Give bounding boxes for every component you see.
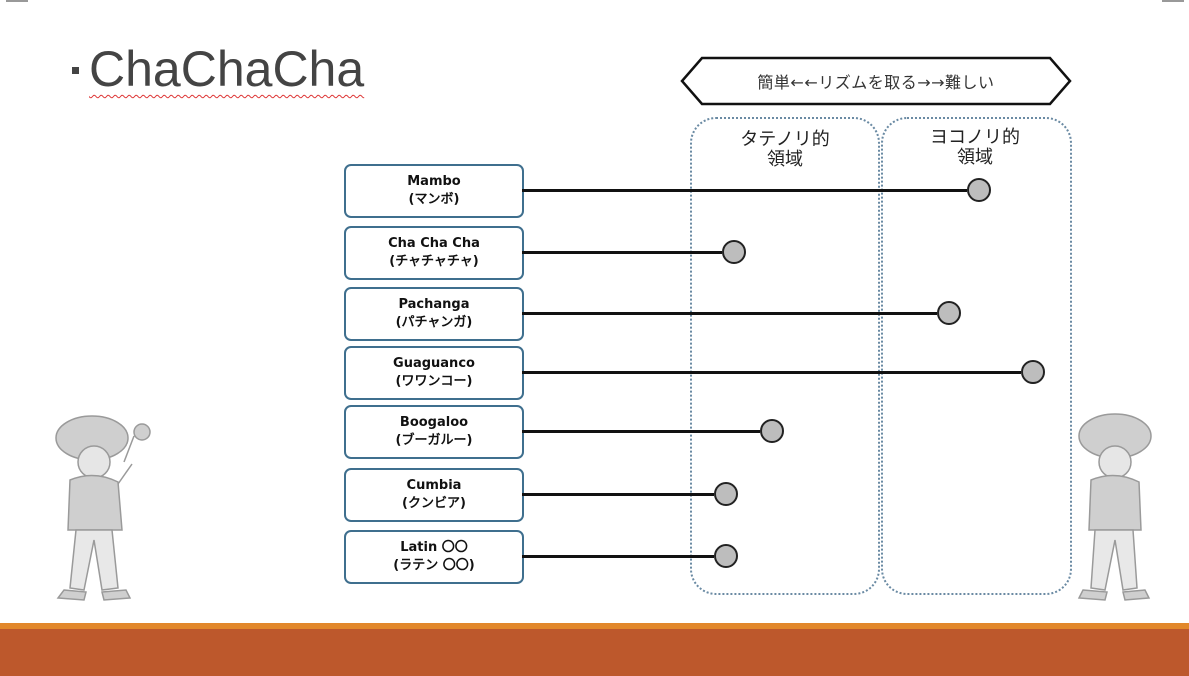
item-name: Cha Cha Cha <box>388 236 480 251</box>
item-kana: (ワワンコー) <box>395 374 473 389</box>
footer-band <box>0 629 1189 676</box>
footer-accent-line <box>0 623 1189 629</box>
title-area: ChaChaCha <box>72 40 364 98</box>
item-kana: (ブーガルー) <box>395 433 473 448</box>
difficulty-banner-shape <box>680 56 1072 106</box>
mascot-left-illustration <box>55 415 151 601</box>
item-box-pachanga: Pachanga (パチャンガ) <box>344 287 524 341</box>
zone-tatenori-label-line2: 領域 <box>767 149 803 170</box>
connector-line <box>522 430 761 433</box>
connector-line <box>522 555 714 558</box>
item-kana: (パチャンガ) <box>395 315 473 330</box>
item-name: Latin 〇〇 <box>400 540 468 555</box>
zone-yokonori <box>881 117 1072 595</box>
connector-line <box>522 493 714 496</box>
corner-mark-right <box>1162 0 1184 2</box>
item-name: Mambo <box>407 174 461 189</box>
corner-mark-left <box>6 0 28 2</box>
zone-tatenori-label: タテノリ的 領域 <box>700 130 870 170</box>
difficulty-dot <box>760 419 785 443</box>
zone-yokonori-label-line1: ヨコノリ的 <box>930 127 1020 148</box>
item-box-chachacha: Cha Cha Cha (チャチャチャ) <box>344 226 524 280</box>
connector-line <box>522 312 937 315</box>
item-name: Guaguanco <box>393 356 475 371</box>
connector-line <box>522 371 1021 374</box>
difficulty-dot <box>967 178 992 202</box>
item-box-mambo: Mambo (マンボ) <box>344 164 524 218</box>
difficulty-dot <box>936 301 961 325</box>
difficulty-dot <box>721 240 746 264</box>
item-name: Pachanga <box>398 297 470 312</box>
zone-yokonori-label: ヨコノリ的 領域 <box>890 128 1060 168</box>
difficulty-banner-text: 簡単←←リズムを取る→→難しい <box>757 73 995 92</box>
difficulty-dot <box>1021 360 1045 384</box>
item-name: Boogaloo <box>399 415 469 430</box>
item-box-cumbia: Cumbia (クンビア) <box>344 468 524 522</box>
item-kana: (チャチャチャ) <box>389 254 479 269</box>
mascot-right-illustration <box>1077 413 1152 601</box>
connector-line <box>522 251 722 254</box>
item-box-latin: Latin 〇〇 (ラテン 〇〇) <box>344 530 524 584</box>
bullet-icon <box>72 66 79 74</box>
item-kana: (ラテン 〇〇) <box>393 558 475 573</box>
connector-line <box>522 189 968 192</box>
slide-title: ChaChaCha <box>89 41 365 97</box>
zone-tatenori <box>690 117 880 595</box>
difficulty-dot <box>714 544 738 568</box>
item-name: Cumbia <box>406 478 462 493</box>
item-box-boogaloo: Boogaloo (ブーガルー) <box>344 405 524 459</box>
zone-tatenori-label-line1: タテノリ的 <box>740 129 830 150</box>
difficulty-dot <box>714 482 738 506</box>
zone-yokonori-label-line2: 領域 <box>957 147 993 168</box>
item-kana: (クンビア) <box>402 496 466 511</box>
item-kana: (マンボ) <box>408 192 460 207</box>
item-box-guaguanco: Guaguanco (ワワンコー) <box>344 346 524 400</box>
